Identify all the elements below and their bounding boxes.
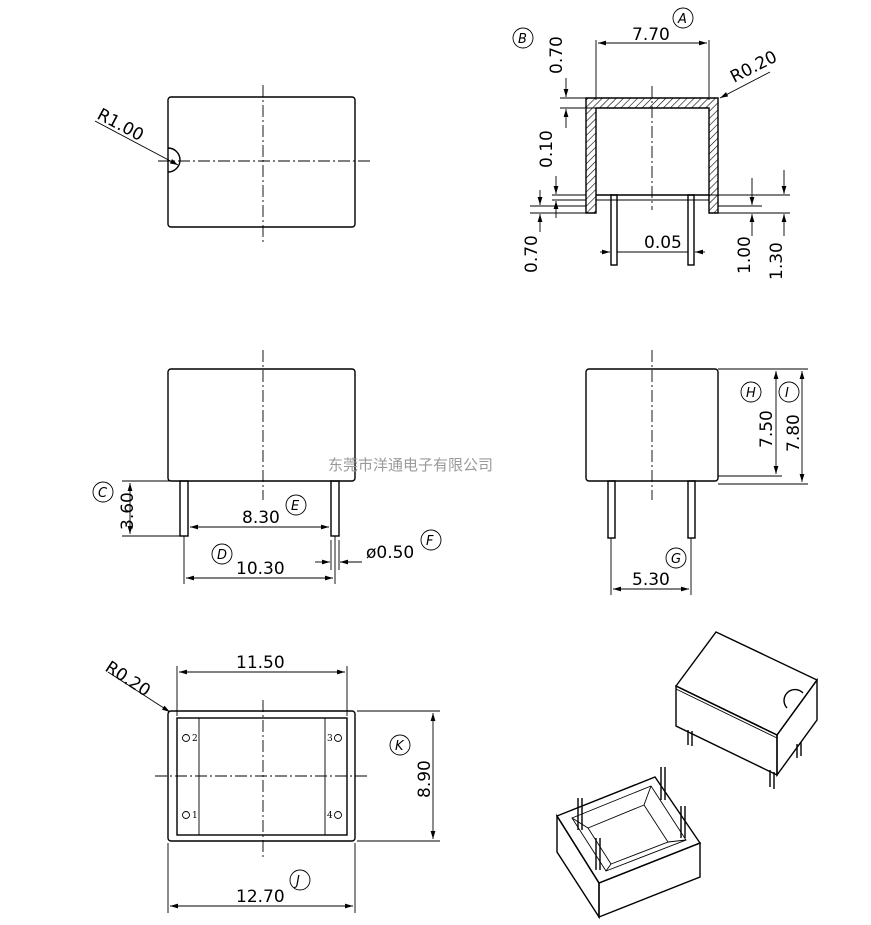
section-pin-length-label: 1.00 — [735, 236, 755, 274]
top-view-radius-label: R1.00 — [94, 105, 147, 146]
pin-number-2: 2 — [192, 734, 198, 744]
front-pin-diameter-label: ø0.50 — [366, 543, 414, 563]
ref-K-label: K — [395, 739, 405, 754]
bottom-radius-label: R0.20 — [101, 657, 154, 701]
ref-D-label: D — [217, 548, 227, 563]
section-view: 7.70 A B 0.70 R0.20 0.10 0.70 0.05 — [512, 7, 790, 280]
ref-F-label: F — [426, 534, 434, 549]
ref-E-circle — [285, 494, 307, 516]
ref-F-circle — [420, 529, 442, 551]
side-pin-pitch-label: 5.30 — [632, 570, 670, 590]
ref-J-label: J — [293, 874, 300, 889]
iso-base — [555, 767, 702, 920]
bottom-outer-width-label: 12.70 — [236, 887, 285, 907]
bottom-view: 2 3 1 4 R0.20 11.50 12.70 J 8.90 K — [101, 653, 440, 913]
bottom-depth-label: 8.90 — [415, 760, 435, 798]
ref-I-label: I — [785, 386, 789, 401]
pin-3 — [334, 734, 342, 742]
side-height-label: 7.50 — [757, 410, 777, 448]
ref-G-circle — [665, 547, 687, 569]
iso-cover — [674, 631, 819, 789]
pin-number-3: 3 — [327, 734, 333, 744]
side-view: 7.50 H 7.80 I 5.30 G — [585, 350, 808, 595]
section-wall-top-label: 0.70 — [547, 36, 567, 74]
bottom-inner-width-label: 11.50 — [236, 653, 285, 673]
section-wall-side-label: 0.70 — [522, 235, 542, 273]
pin-1 — [182, 811, 190, 819]
front-inner-pitch-label: 8.30 — [242, 508, 280, 528]
ref-A-circle — [672, 7, 694, 29]
ref-B-label: B — [518, 32, 527, 47]
ref-C-label: C — [98, 486, 108, 501]
ref-H-circle — [740, 381, 762, 403]
notch-arc — [167, 147, 181, 173]
section-width-label: 7.70 — [632, 25, 670, 45]
ref-C-circle — [92, 481, 114, 503]
ref-G-label: G — [671, 552, 681, 567]
ref-E-label: E — [291, 499, 300, 514]
front-view: 3.60 C 8.30 E 10.30 D ø0.50 F — [92, 350, 442, 584]
section-gap-label: 0.10 — [537, 130, 557, 168]
ref-J-circle — [289, 869, 311, 891]
ref-A-label: A — [677, 12, 687, 27]
ref-H-label: H — [746, 386, 756, 401]
side-total-height-label: 7.80 — [784, 414, 804, 452]
pin-number-4: 4 — [327, 811, 333, 821]
section-total-length-label: 1.30 — [767, 242, 787, 280]
top-view-housing: R1.00 — [94, 85, 373, 245]
company-watermark: 东莞市洋通电子有限公司 — [328, 456, 493, 474]
ref-I-circle — [778, 381, 800, 403]
pin-2 — [182, 734, 190, 742]
ref-D-circle — [211, 543, 233, 565]
front-pin-height-label: 3.60 — [118, 492, 138, 530]
ref-K-circle — [389, 734, 411, 756]
section-pin-offset-label: 0.05 — [644, 233, 682, 253]
section-radius-label: R0.20 — [727, 47, 780, 87]
front-pitch-label: 10.30 — [236, 559, 285, 579]
iso-notch-arc — [783, 688, 804, 709]
ref-B-circle — [512, 27, 534, 49]
pin-4 — [334, 811, 342, 819]
pin-number-1: 1 — [192, 811, 198, 821]
